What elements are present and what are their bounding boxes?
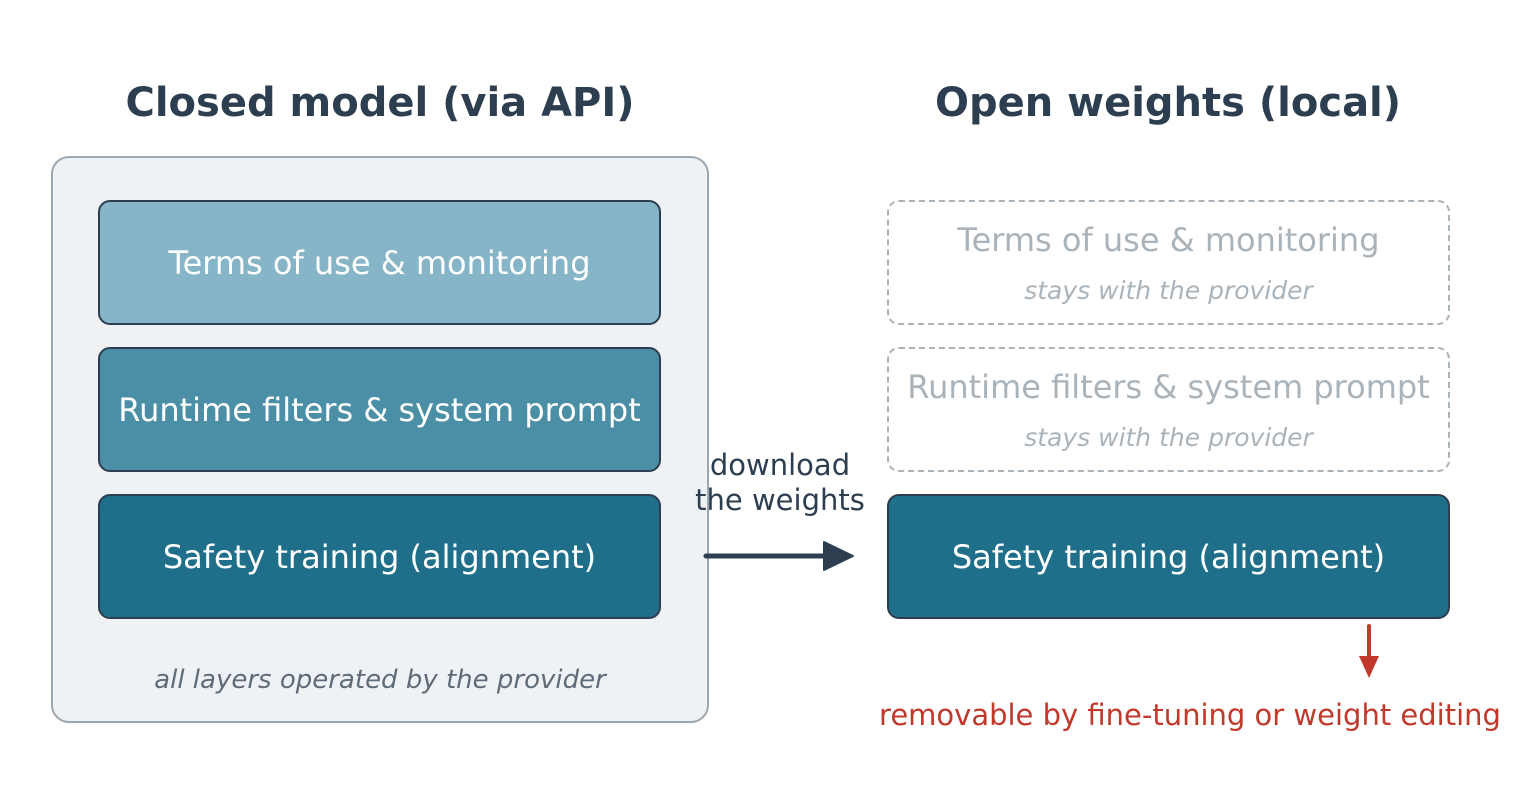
removal-warning: removable by fine-tuning or weight editi…	[879, 698, 1501, 732]
closed-panel-caption: all layers operated by the provider	[154, 665, 606, 695]
download-weights-label: download the weights	[680, 448, 880, 518]
layer-runtime-filters: Runtime filters & system prompt	[98, 347, 661, 472]
ghost-runtime-label: Runtime filters & system prompt	[907, 368, 1430, 406]
download-arrow-icon	[703, 541, 854, 571]
open-weights-heading: Open weights (local)	[934, 80, 1402, 126]
retained-layer-safety-training: Safety training (alignment)	[887, 494, 1450, 619]
download-label-line1: download	[709, 448, 851, 482]
layer-runtime-filters-label: Runtime filters & system prompt	[118, 390, 641, 429]
ghost-layer-terms-of-use: Terms of use & monitoring stays with the…	[887, 200, 1450, 325]
download-label-line2: the weights	[695, 482, 865, 517]
layer-safety-training: Safety training (alignment)	[98, 494, 661, 619]
ghost-layer-runtime-filters: Runtime filters & system prompt stays wi…	[887, 347, 1450, 472]
layer-safety-training-label: Safety training (alignment)	[162, 537, 597, 576]
removal-arrow-icon	[1359, 624, 1379, 678]
ghost-terms-label: Terms of use & monitoring	[957, 221, 1380, 259]
ghost-terms-note: stays with the provider	[1024, 276, 1313, 305]
layer-terms-of-use: Terms of use & monitoring	[98, 200, 661, 325]
layer-terms-of-use-label: Terms of use & monitoring	[168, 243, 591, 282]
ghost-runtime-note: stays with the provider	[1024, 423, 1313, 452]
retained-layer-label: Safety training (alignment)	[951, 537, 1386, 576]
closed-model-heading: Closed model (via API)	[125, 80, 635, 126]
